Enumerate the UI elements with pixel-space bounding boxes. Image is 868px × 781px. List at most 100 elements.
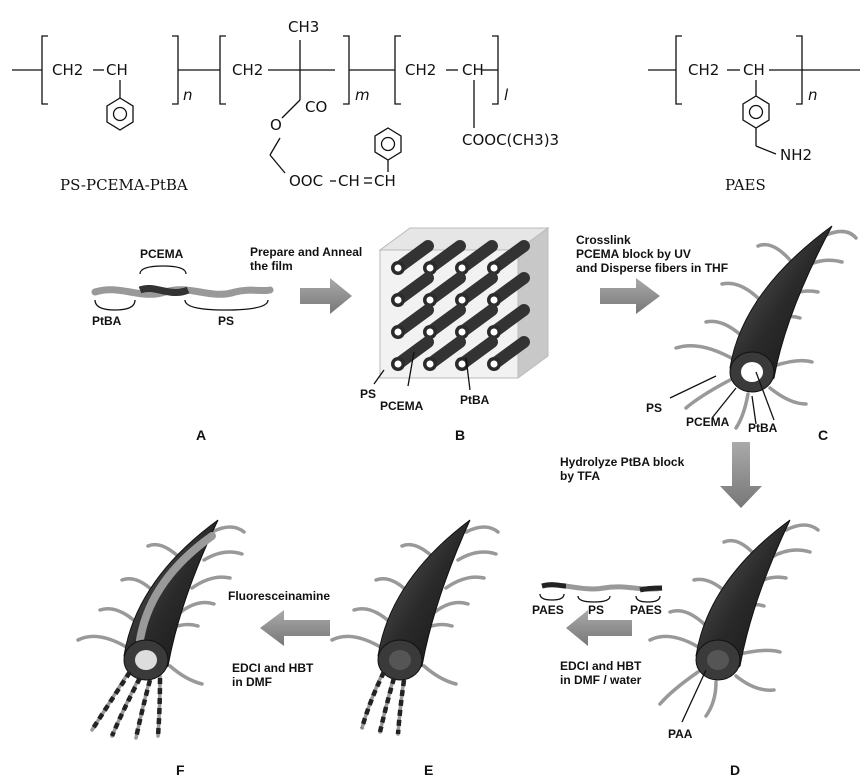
panel-e-ps: PS	[588, 603, 604, 617]
hydrolyzed-fiber	[650, 520, 818, 716]
corona-chain	[78, 636, 128, 648]
corona-chain	[446, 577, 484, 588]
cylinder-core	[491, 361, 498, 368]
paes-ch2-label: CH2	[688, 61, 719, 79]
phenyl-ring-3	[743, 96, 769, 128]
step-ef-line1: EDCI and HBT	[232, 661, 314, 675]
panel-b-pcema: PCEMA	[380, 399, 424, 413]
step-arrow-b-c: Crosslink PCEMA block by UV and Disperse…	[576, 233, 728, 314]
fiber-core	[741, 362, 763, 382]
panel-b-letter: B	[455, 427, 465, 443]
cylinder-core	[459, 329, 466, 336]
step-ef-line2: in DMF	[232, 675, 272, 689]
corona-chain	[212, 527, 244, 532]
corona-chain	[740, 650, 780, 654]
ch-label-2: CH	[462, 61, 484, 79]
step-bc-line2: PCEMA block by UV	[576, 247, 691, 261]
fiber-core	[135, 650, 157, 670]
corona-chain	[706, 682, 716, 716]
corona-chain	[192, 577, 230, 588]
corona-chain	[786, 525, 818, 530]
step-ef-top: Fluoresceinamine	[228, 589, 330, 603]
panel-f: F	[78, 520, 244, 778]
o-label: O	[270, 116, 282, 134]
corona-chain	[736, 394, 748, 428]
step-de-line1: EDCI and HBT	[560, 659, 642, 673]
panel-b-ptba: PtBA	[460, 393, 490, 407]
panel-a-ps: PS	[218, 314, 234, 328]
corona-chain	[424, 666, 456, 684]
fiber-core	[389, 650, 411, 670]
ptba-brace	[95, 300, 135, 310]
fluorescent-fiber	[78, 520, 244, 738]
cylinder-core	[395, 361, 402, 368]
panel-c-ptba: PtBA	[748, 421, 778, 435]
sub-n-label: n	[183, 86, 193, 104]
ooc-label: OOC	[289, 172, 323, 190]
corona-chain	[458, 552, 496, 560]
panel-d-paa: PAA	[668, 727, 693, 741]
panel-d: PAA D	[650, 520, 818, 778]
step-cd-line1: Hydrolyze PtBA block	[560, 455, 685, 469]
cylinder-core	[459, 297, 466, 304]
polymer1-name: PS-PCEMA-PtBA	[60, 176, 188, 194]
cylinder-core	[395, 329, 402, 336]
corona-chain	[758, 245, 790, 260]
corona-chain	[736, 676, 774, 690]
panel-b: PS PCEMA PtBA B	[360, 228, 548, 443]
ch2-label: CH2	[52, 61, 83, 79]
phenyl-ring-2	[375, 128, 401, 160]
cylinder-core	[395, 297, 402, 304]
cooc-label: COOC(CH3)3	[462, 131, 559, 149]
panel-c-letter: C	[818, 427, 828, 443]
panel-a-letter: A	[196, 427, 206, 443]
ch3-label: CH3	[288, 18, 319, 36]
panel-d-letter: D	[730, 762, 740, 778]
co-label: CO	[305, 98, 327, 116]
corona-chain	[170, 666, 202, 684]
corona-chain	[158, 676, 160, 736]
polymer2-name: PAES	[725, 176, 766, 194]
paes-grafted-fiber	[332, 520, 498, 734]
corona-chain	[650, 636, 700, 648]
ch2-label-3: CH2	[405, 61, 436, 79]
panel-a: PCEMA PtBA PS A	[92, 247, 270, 443]
step-bc-line3: and Disperse fibers in THF	[576, 261, 728, 275]
panel-f-letter: F	[176, 762, 185, 778]
corona-chain	[722, 283, 760, 300]
phenyl-ring-1	[107, 98, 133, 130]
fiber-core	[707, 650, 729, 670]
ch2-label-2: CH2	[232, 61, 263, 79]
cylinder-core	[491, 329, 498, 336]
cylinder-core	[427, 297, 434, 304]
ch-eq-label-2: CH	[374, 172, 396, 190]
ch-eq-label: CH	[338, 172, 360, 190]
pcema-brace	[140, 266, 186, 274]
step-de-line2: in DMF / water	[560, 673, 642, 687]
nh2-label: NH2	[780, 146, 812, 164]
cylinder-core	[491, 297, 498, 304]
panel-c-ps: PS	[646, 401, 662, 415]
polymer-structure-paes: CH2 CH n NH2 PAES	[648, 36, 860, 194]
corona-chain	[676, 346, 735, 360]
polymer-structure-ps-pcema-ptba: CH2 CH n CH2 CH3 CO m O OOC CH CH	[12, 18, 559, 194]
panel-b-ps: PS	[360, 387, 376, 401]
corona-chain	[770, 388, 806, 404]
corona-chain	[466, 527, 498, 532]
step-cd-line2: by TFA	[560, 469, 600, 483]
panel-e-letter: E	[424, 762, 433, 778]
pcema-segment	[140, 288, 188, 292]
panel-c-pcema: PCEMA	[686, 415, 730, 429]
panel-e-paes-1: PAES	[532, 603, 564, 617]
corona-chain	[774, 361, 812, 366]
cylinder-core	[459, 265, 466, 272]
panel-e-paes-2: PAES	[630, 603, 662, 617]
corona-chain	[332, 636, 382, 648]
corona-chain	[204, 552, 242, 560]
cylinder-core	[427, 329, 434, 336]
cylinder-core	[459, 361, 466, 368]
step-bc-line1: Crosslink	[576, 233, 631, 247]
cylinder-core	[427, 265, 434, 272]
